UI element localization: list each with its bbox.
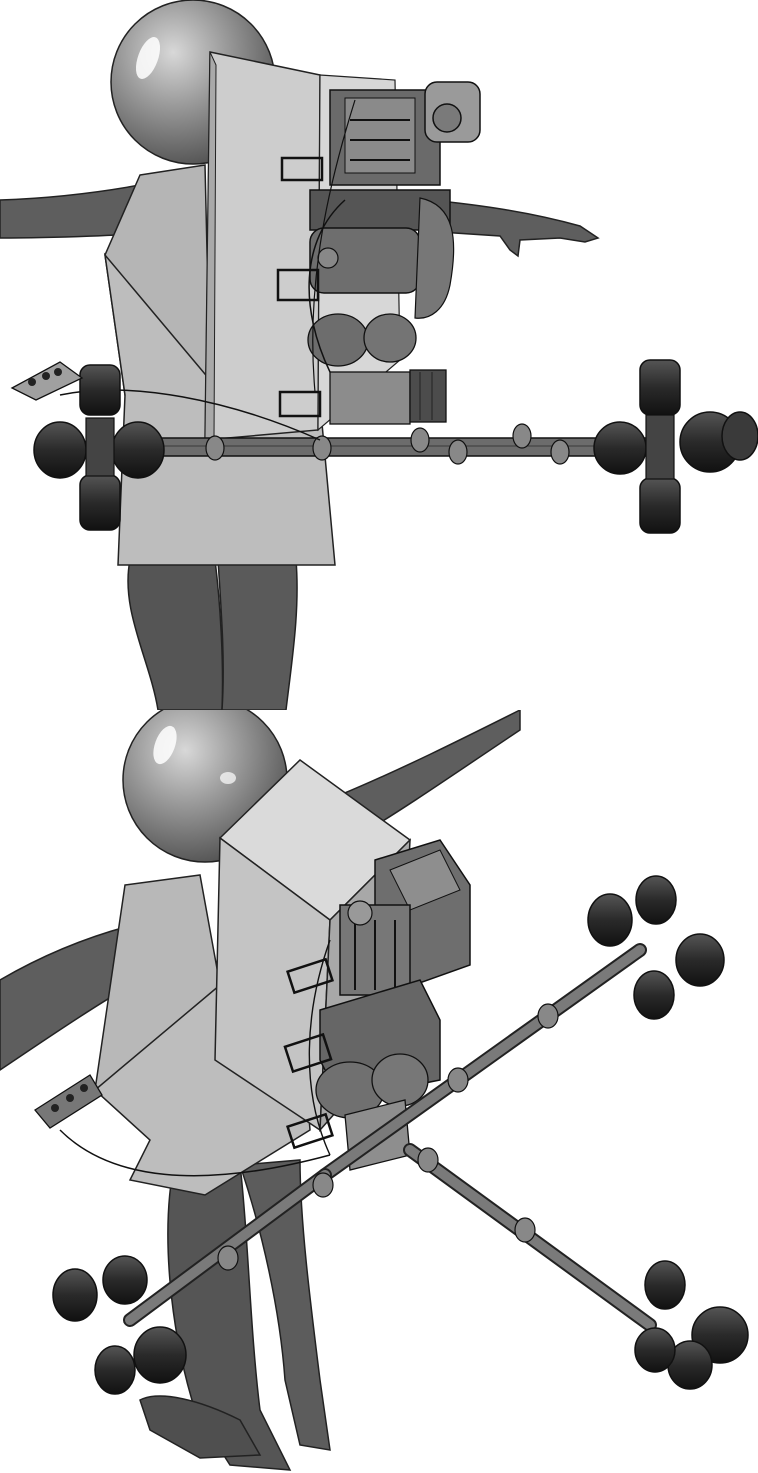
hand-controller — [34, 1074, 103, 1129]
rotor-cluster-bottom-left — [52, 1255, 187, 1395]
isometric-view-drawing — [0, 710, 749, 1471]
hand-controller — [10, 361, 84, 401]
panel-back-view — [0, 0, 758, 710]
boom-arms — [59, 943, 657, 1332]
rotor-cluster-bottom-right — [634, 1260, 749, 1390]
rotor-cluster-left — [33, 364, 165, 531]
rotor-cluster-top-right — [587, 875, 725, 1020]
rotor-cluster-right — [593, 359, 758, 534]
legs — [127, 559, 298, 710]
boom-arm — [59, 389, 651, 465]
legs — [139, 1159, 331, 1471]
electronics-stack — [283, 839, 471, 1171]
electronics-stack — [276, 81, 481, 425]
back-view-drawing — [0, 0, 758, 710]
panel-isometric-view — [0, 710, 758, 1473]
